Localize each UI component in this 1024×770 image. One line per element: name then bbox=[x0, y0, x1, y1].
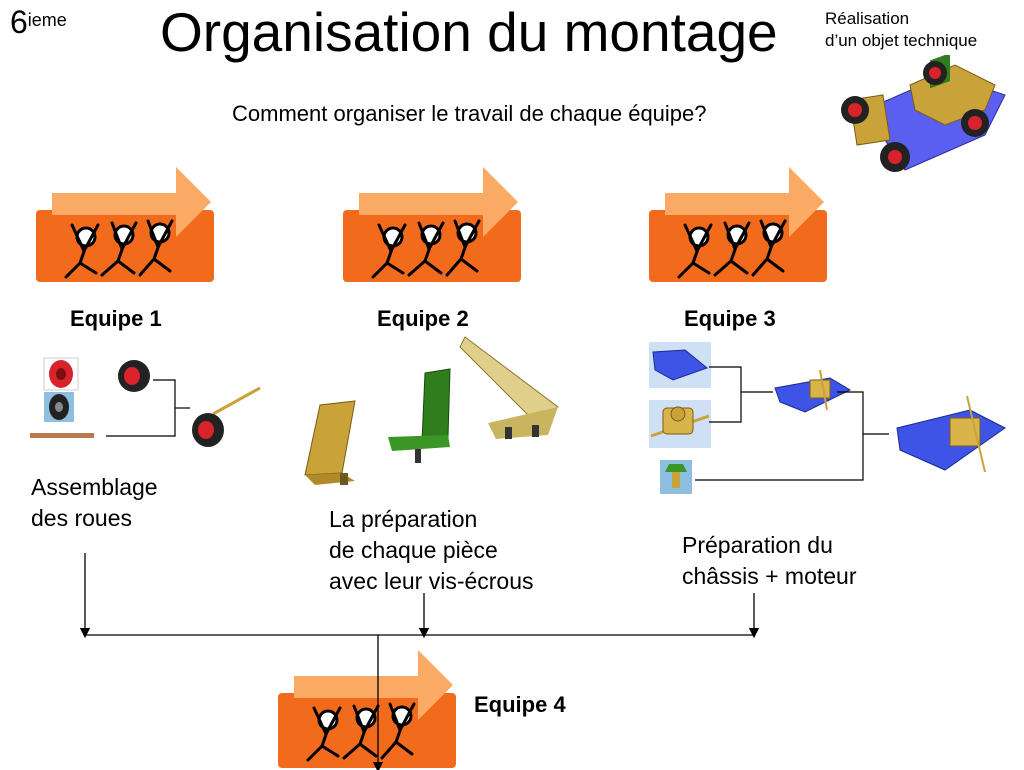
corner-caption-line2: d’un objet technique bbox=[825, 31, 978, 50]
question-text: Comment organiser le travail de chaque é… bbox=[232, 101, 707, 126]
team-1-desc-line1: Assemblage bbox=[31, 474, 158, 500]
wheel-image bbox=[118, 360, 150, 392]
wheel-assembly-diagram bbox=[28, 350, 268, 450]
team-3-desc-line1: Préparation du bbox=[682, 532, 833, 558]
team-4-graphic bbox=[278, 648, 456, 768]
team-3-graphic bbox=[649, 165, 827, 285]
axle-wheel-image bbox=[192, 386, 261, 447]
team-1-label: Equipe 1 bbox=[70, 306, 162, 331]
grade-number: 6 bbox=[10, 4, 28, 40]
grade-suffix: ieme bbox=[27, 10, 67, 30]
team-3-desc-line2: châssis + moteur bbox=[682, 563, 857, 589]
motor-block-image bbox=[650, 406, 710, 438]
bolt-nut-image bbox=[665, 464, 687, 488]
team-3-description: Préparation du châssis + moteur bbox=[682, 530, 857, 592]
rim-part-image bbox=[49, 360, 73, 388]
grade-label: 6ieme bbox=[10, 4, 67, 40]
team-1-desc-line2: des roues bbox=[31, 505, 133, 531]
team-2-desc-line1: La préparation bbox=[329, 506, 478, 532]
green-bracket-image bbox=[388, 368, 451, 463]
team-2-description: La préparation de chaque pièce avec leur… bbox=[329, 504, 534, 597]
team-2-desc-line2: de chaque pièce bbox=[329, 537, 498, 563]
team-2-label: Equipe 2 bbox=[377, 306, 469, 331]
car-model-image bbox=[835, 55, 1010, 175]
team-2-graphic bbox=[343, 165, 521, 285]
gold-bracket-image bbox=[304, 400, 356, 485]
tire-part-image bbox=[49, 394, 69, 420]
team-1-description: Assemblage des roues bbox=[31, 472, 158, 534]
team-1-graphic bbox=[36, 165, 214, 285]
brackets-diagram bbox=[300, 335, 570, 490]
team-4-label: Equipe 4 bbox=[474, 692, 566, 717]
corner-caption: Réalisation d’un objet technique bbox=[825, 8, 977, 52]
corner-caption-line1: Réalisation bbox=[825, 9, 910, 28]
chassis-plate-image bbox=[652, 349, 709, 381]
team-3-label: Equipe 3 bbox=[684, 306, 776, 331]
page-title: Organisation du montage bbox=[160, 1, 778, 63]
final-chassis-image bbox=[896, 395, 1006, 473]
gold-plate-image bbox=[459, 336, 559, 439]
chassis-motor-image bbox=[774, 369, 852, 413]
team-2-desc-line3: avec leur vis-écrous bbox=[329, 568, 534, 594]
chassis-assembly-diagram bbox=[645, 340, 1015, 500]
